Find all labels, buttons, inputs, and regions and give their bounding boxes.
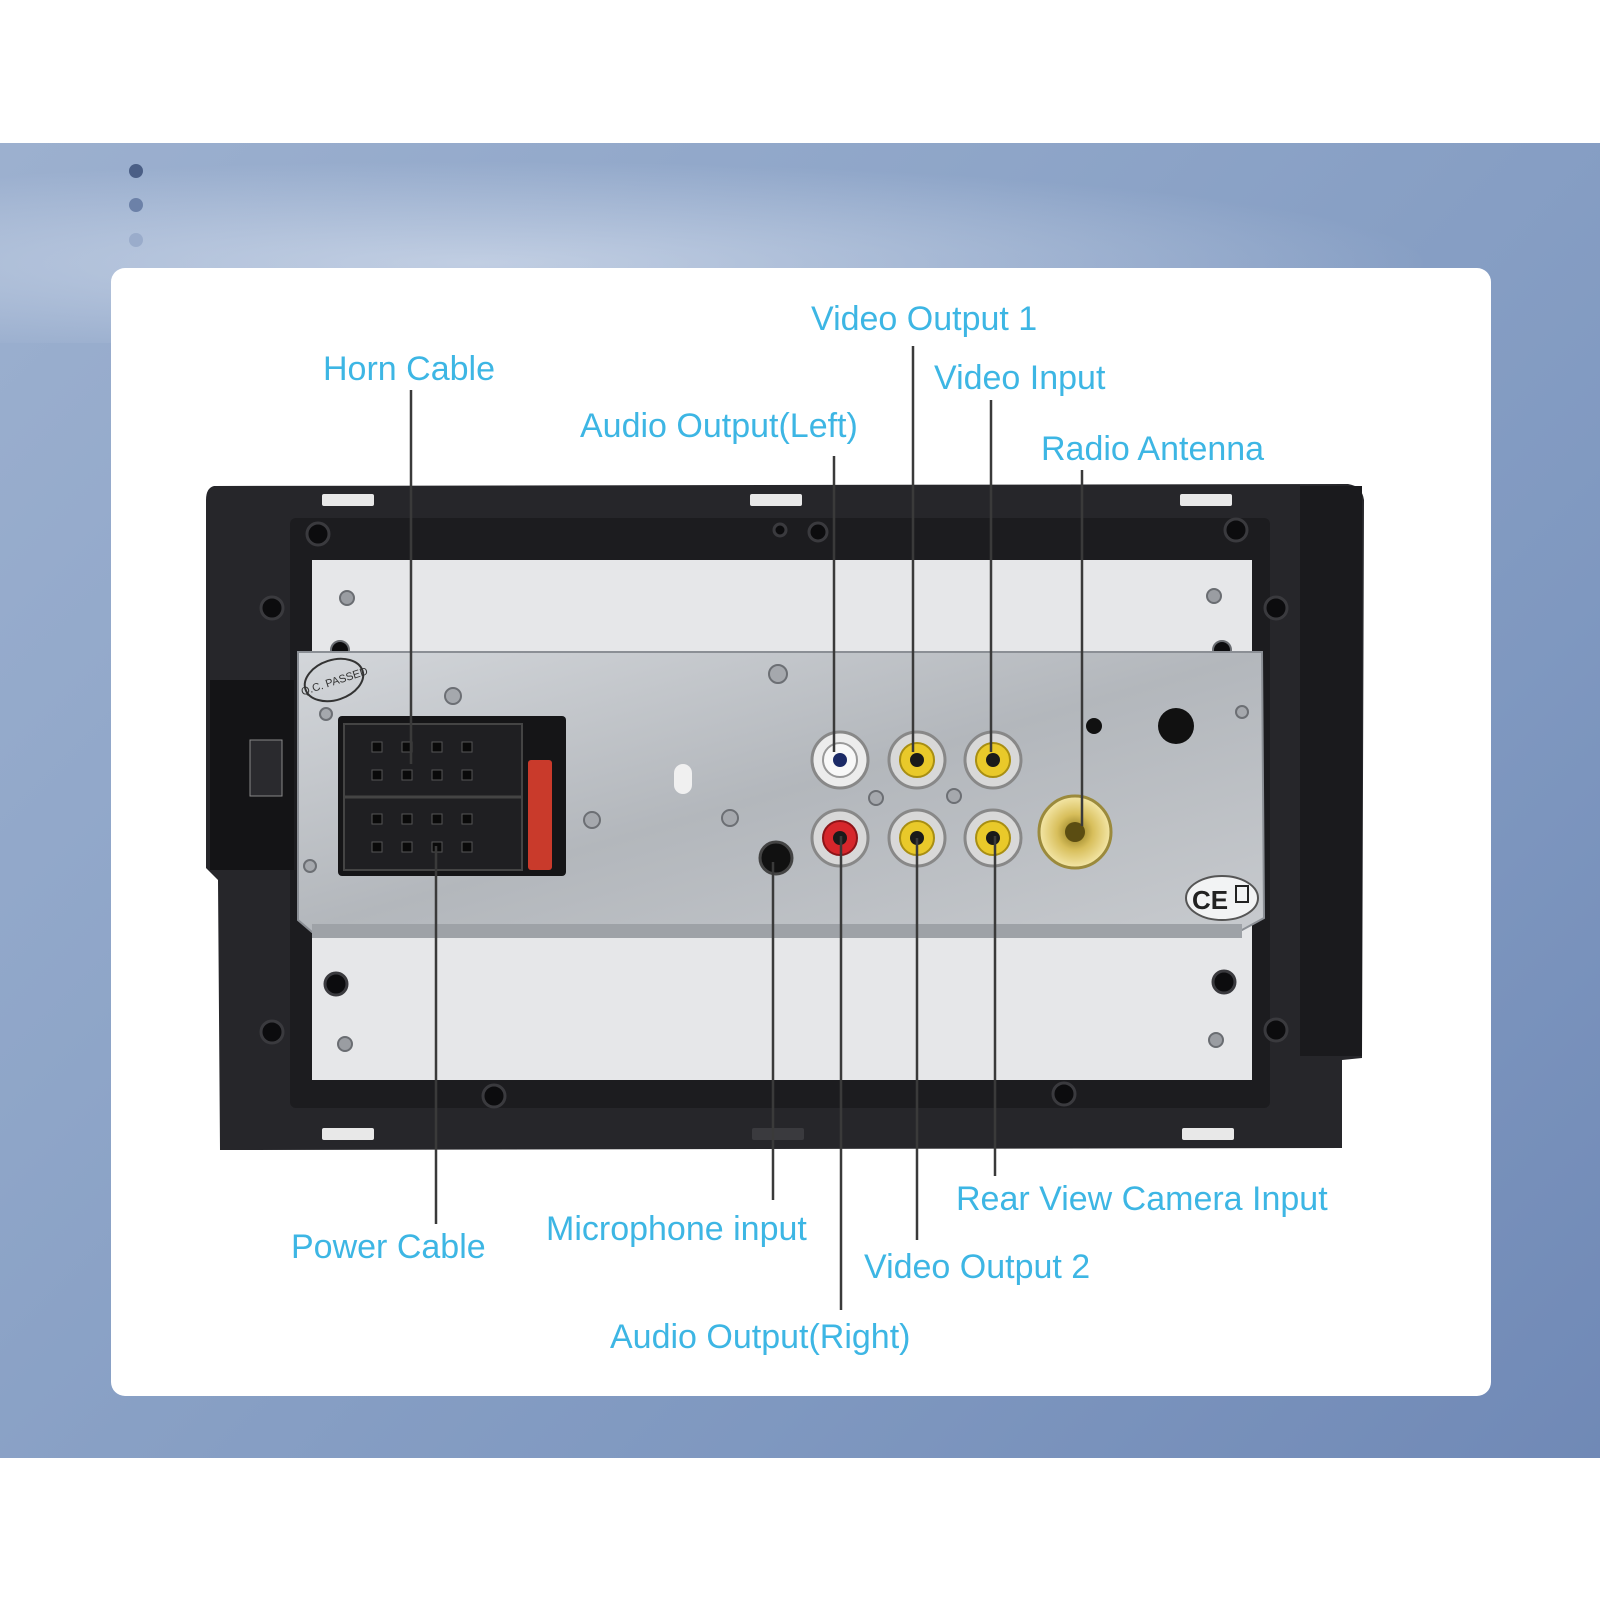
pager-dot-2 — [129, 198, 143, 212]
rca-video-output-1-jack — [887, 730, 947, 790]
pager-dot-1 — [129, 164, 143, 178]
label-video-output-1: Video Output 1 — [811, 300, 1037, 338]
label-horn-cable: Horn Cable — [323, 350, 495, 388]
ce-mark-text: CE — [1192, 885, 1228, 915]
rca-audio-left-jack — [810, 730, 870, 790]
iso-connector — [338, 716, 566, 876]
label-video-output-2: Video Output 2 — [864, 1248, 1090, 1286]
label-rear-view-camera-input: Rear View Camera Input — [956, 1180, 1328, 1218]
ce-mark: CE — [1185, 875, 1259, 921]
rca-rear-camera-jack — [963, 808, 1023, 868]
label-microphone-input: Microphone input — [546, 1210, 807, 1248]
label-video-input: Video Input — [934, 359, 1106, 397]
label-power-cable: Power Cable — [291, 1228, 486, 1266]
rca-jacks — [810, 730, 1113, 870]
microphone-jack — [758, 840, 794, 876]
rca-video-input-jack — [963, 730, 1023, 790]
label-radio-antenna: Radio Antenna — [1041, 430, 1264, 468]
label-audio-output-left: Audio Output(Left) — [580, 407, 858, 445]
label-audio-output-right: Audio Output(Right) — [610, 1318, 911, 1356]
radio-antenna-jack — [1037, 794, 1113, 870]
pager-dot-3 — [129, 233, 143, 247]
fuse — [528, 760, 552, 870]
leader-lines — [409, 346, 1084, 1310]
